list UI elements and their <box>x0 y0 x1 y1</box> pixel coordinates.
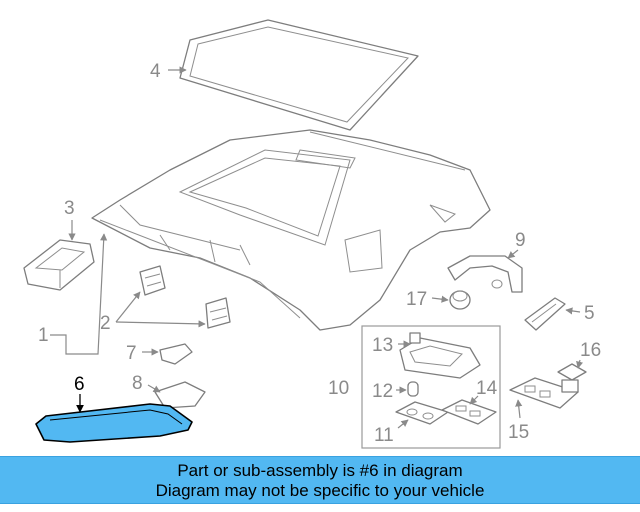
part-14-lens[interactable] <box>441 399 497 425</box>
leader-14 <box>469 395 479 405</box>
leader-9 <box>507 249 519 259</box>
console-group-box <box>361 325 501 449</box>
leader-15 <box>515 399 523 419</box>
part-12-bulb[interactable] <box>407 381 419 397</box>
part-5-bracket[interactable] <box>524 297 566 331</box>
callout-15: 15 <box>508 422 529 443</box>
callout-13: 13 <box>372 335 393 356</box>
banner-line-1: Part or sub-assembly is #6 in diagram <box>177 461 463 480</box>
callout-11: 11 <box>374 425 394 446</box>
leader-2a <box>115 291 141 323</box>
part-9-grab-handle[interactable] <box>447 255 523 293</box>
headliner-panel[interactable] <box>91 129 491 331</box>
callout-8: 8 <box>132 373 143 394</box>
callout-12: 12 <box>372 381 393 402</box>
callout-3: 3 <box>64 198 75 219</box>
callout-1: 1 <box>38 325 49 346</box>
callout-16: 16 <box>580 340 601 361</box>
callout-7: 7 <box>126 343 137 364</box>
part-4-sunroof-seal[interactable] <box>179 19 419 131</box>
callout-4: 4 <box>150 61 161 82</box>
part-7-hook[interactable] <box>159 343 193 365</box>
leader-16 <box>576 359 584 369</box>
part-17-button[interactable] <box>449 290 471 310</box>
leader-11 <box>397 419 409 429</box>
part-13-lamp-housing[interactable] <box>399 332 481 379</box>
callout-10: 10 <box>328 378 349 399</box>
leader-2b <box>115 320 206 328</box>
part-2-clip-lower[interactable] <box>205 297 231 329</box>
callout-6: 6 <box>74 374 85 395</box>
callout-2: 2 <box>100 313 111 334</box>
part-11-lens[interactable] <box>395 401 449 425</box>
leader-5 <box>565 307 581 315</box>
callout-17: 17 <box>406 289 427 310</box>
leader-1 <box>50 233 108 355</box>
callout-14: 14 <box>476 378 498 399</box>
disclaimer-banner: Part or sub-assembly is #6 in diagram Di… <box>0 456 640 504</box>
leader-8 <box>147 384 161 393</box>
leader-17 <box>431 295 449 303</box>
part-2-clip-upper[interactable] <box>139 265 166 296</box>
part-8-cover[interactable] <box>154 381 206 409</box>
part-6-sunvisor[interactable] <box>35 403 193 443</box>
part-16-switch[interactable] <box>557 363 587 393</box>
banner-line-2: Diagram may not be specific to your vehi… <box>155 481 485 500</box>
callout-5: 5 <box>584 303 595 324</box>
part-3-dome-lamp[interactable] <box>23 239 95 291</box>
callout-9: 9 <box>515 230 526 251</box>
